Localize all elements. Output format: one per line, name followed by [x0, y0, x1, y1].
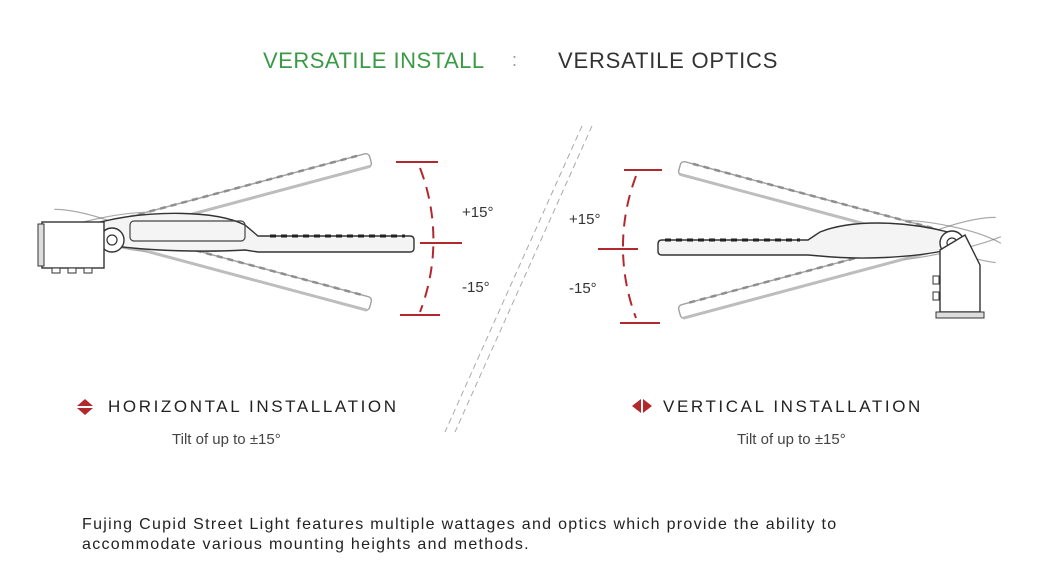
vertical-pole-bracket	[932, 234, 985, 319]
left-right-arrows-icon	[632, 399, 652, 413]
heading-separator: :	[512, 50, 518, 70]
vertical-lamp-diagram: +15° -15°	[569, 152, 1004, 326]
versatile-install-heading: VERSATILE INSTALL	[263, 48, 485, 73]
diagonal-divider	[444, 125, 593, 433]
up-down-arrows-icon	[77, 399, 93, 415]
horizontal-lamp-level	[99, 212, 415, 253]
vertical-lamp-level	[657, 222, 965, 259]
horizontal-plus-15-label: +15°	[462, 204, 493, 221]
vertical-angle-indicator: +15° -15°	[569, 169, 662, 324]
horizontal-lamp-diagram: +15° -15°	[37, 144, 493, 318]
horizontal-installation-title: HORIZONTAL INSTALLATION	[108, 397, 399, 416]
horizontal-tilt-text: Tilt of up to ±15°	[172, 431, 281, 448]
description-line-1: Fujing Cupid Street Light features multi…	[82, 516, 838, 533]
horizontal-angle-indicator: +15° -15°	[396, 161, 493, 316]
product-description: Fujing Cupid Street Light features multi…	[82, 515, 1022, 555]
description-line-2: accommodate various mounting heights and…	[82, 536, 530, 553]
vertical-plus-15-label: +15°	[569, 211, 600, 228]
vertical-minus-15-label: -15°	[569, 280, 597, 297]
header: VERSATILE INSTALL : VERSATILE OPTICS	[0, 48, 1058, 78]
versatile-optics-heading: VERSATILE OPTICS	[558, 48, 779, 73]
vertical-installation-title: VERTICAL INSTALLATION	[663, 397, 923, 416]
vertical-tilt-text: Tilt of up to ±15°	[737, 431, 846, 448]
horizontal-minus-15-label: -15°	[462, 279, 490, 296]
horizontal-pole-bracket	[37, 221, 105, 274]
